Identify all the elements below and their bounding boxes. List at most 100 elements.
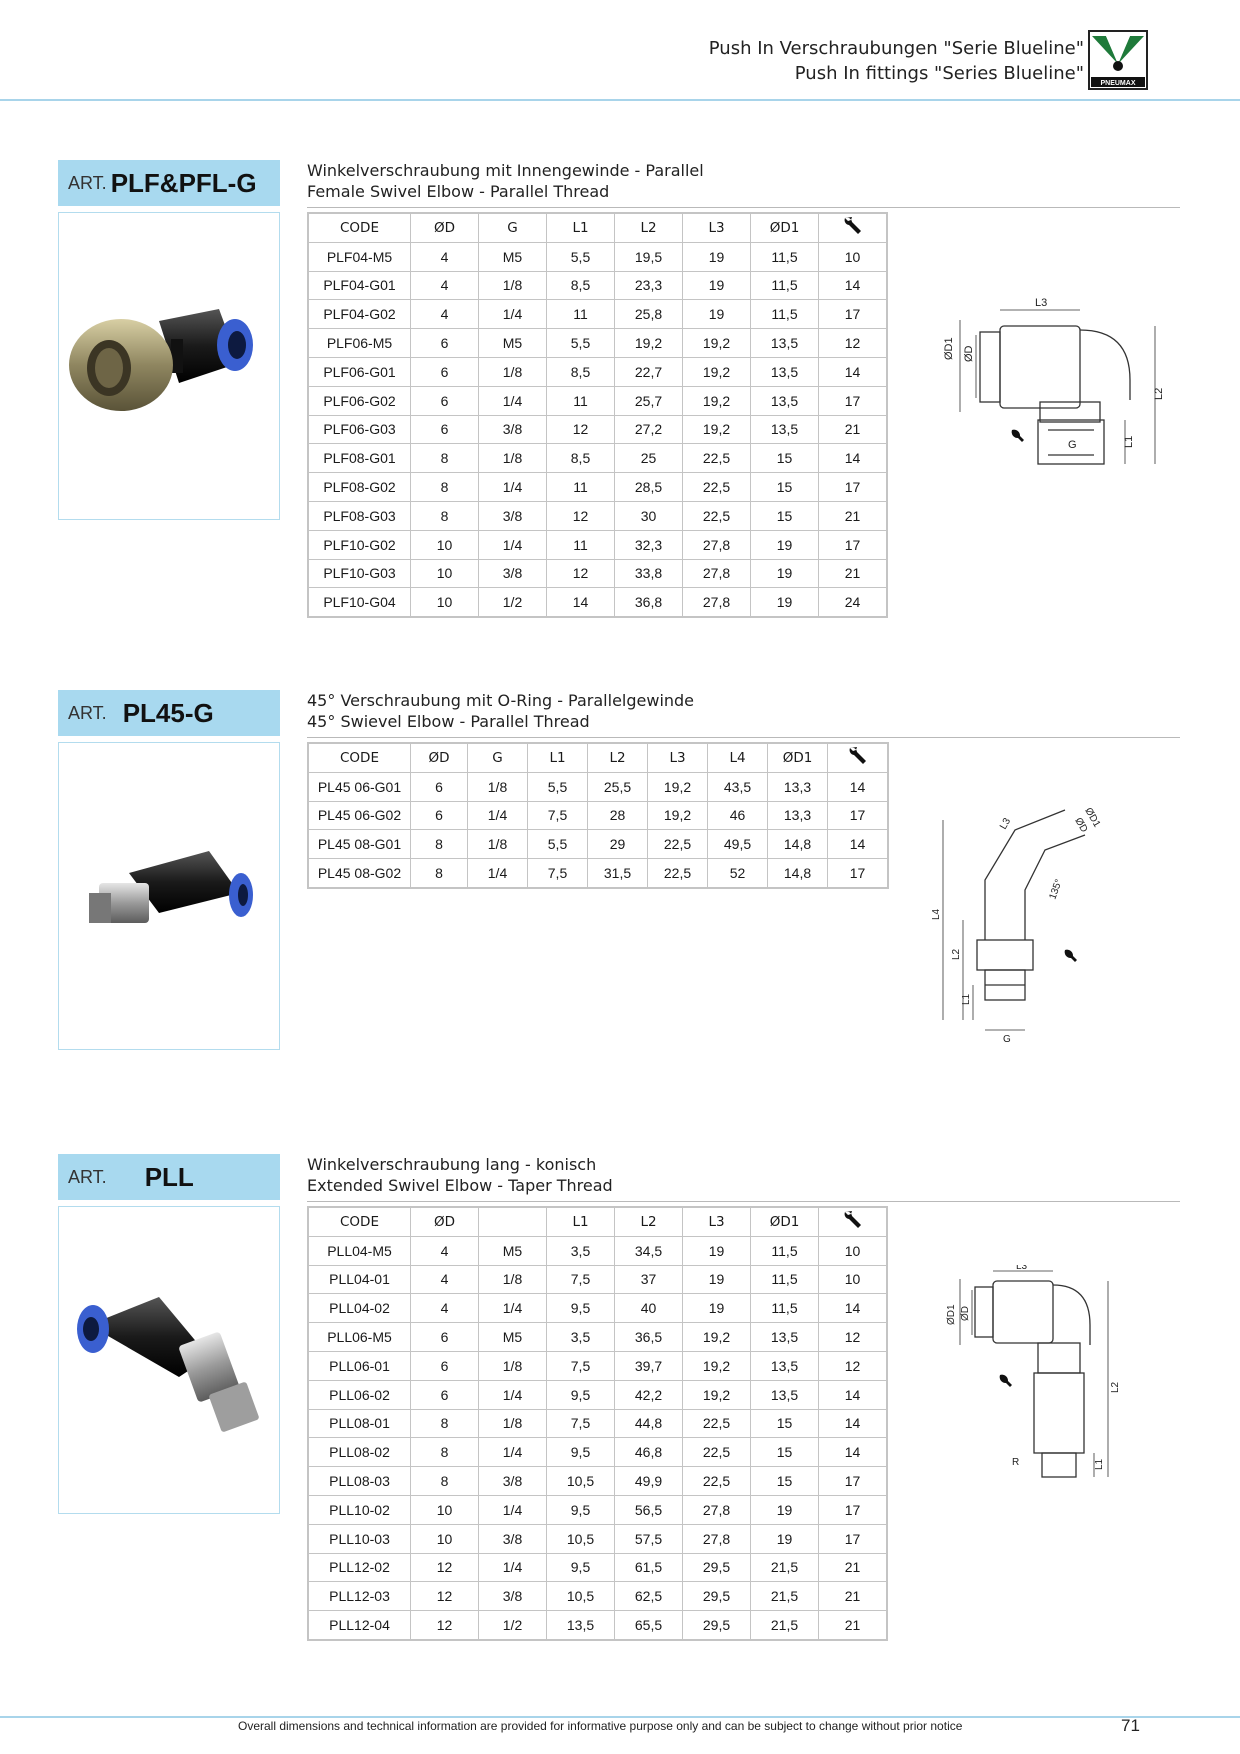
product-code-cell: PLL06-02 <box>307 1379 411 1410</box>
table-cell: 1/4 <box>478 299 547 330</box>
technical-drawing-pll: L3 ØD1 ØD L2 L1 R <box>946 1265 1121 1478</box>
product-code-cell: PLF04-G01 <box>307 270 411 301</box>
section-description: 45° Verschraubung mit O-Ring - Parallelg… <box>307 690 694 732</box>
column-header: L1 <box>546 1206 615 1237</box>
table-cell: 3/8 <box>478 1466 547 1496</box>
table-cell: 1/4 <box>478 472 547 502</box>
table-cell: 8 <box>410 443 479 474</box>
product-code-cell: PLL04-01 <box>307 1264 411 1295</box>
table-cell: 17 <box>818 529 888 560</box>
product-code-cell: PLF08-G03 <box>307 500 411 531</box>
table-cell: 14 <box>827 771 889 802</box>
table-cell: 61,5 <box>614 1552 683 1583</box>
description-en: Female Swivel Elbow - Parallel Thread <box>307 182 610 201</box>
table-cell: 1/4 <box>478 529 547 560</box>
product-code-cell: PLF08-G02 <box>307 472 411 502</box>
table-cell: 5,5 <box>527 829 588 860</box>
table-cell: 19 <box>750 529 819 560</box>
drawing-label-l2: L2 <box>951 948 962 960</box>
table-header-row: CODE ØD L1 L2 L3 ØD1 <box>307 1206 888 1237</box>
table-cell: 31,5 <box>587 858 648 889</box>
table-cell: 13,5 <box>750 356 819 387</box>
table-cell: 13,5 <box>750 414 819 445</box>
table-cell: 22,5 <box>682 1437 751 1468</box>
table-cell: 11,5 <box>750 1235 819 1266</box>
art-code: PLF&PFL-G <box>110 167 257 198</box>
product-code-cell: PLF06-G02 <box>307 385 411 416</box>
column-header: L1 <box>527 742 588 773</box>
product-photo-pl45 <box>58 742 280 1050</box>
table-cell: 14,8 <box>767 829 828 860</box>
wrench-icon <box>818 1206 888 1237</box>
product-code-cell: PL45 08-G02 <box>307 858 411 889</box>
column-header: L3 <box>647 742 708 773</box>
table-cell: 27,8 <box>682 558 751 589</box>
product-code-cell: PL45 08-G01 <box>307 829 411 860</box>
table-cell: M5 <box>478 1322 547 1352</box>
table-cell: 12 <box>818 1322 888 1352</box>
column-header <box>478 1206 547 1237</box>
table-cell: 13,5 <box>750 1379 819 1410</box>
table-cell: 29,5 <box>682 1581 751 1612</box>
table-cell: 8 <box>410 1437 479 1468</box>
table-cell: 25,8 <box>614 299 683 330</box>
table-cell: 4 <box>410 241 479 272</box>
table-cell: 3/8 <box>478 500 547 531</box>
table-cell: 10 <box>818 1235 888 1266</box>
product-code-cell: PLF06-G03 <box>307 414 411 445</box>
table-cell: 3/8 <box>478 1523 547 1554</box>
table-cell: 19,2 <box>682 385 751 416</box>
column-header: L2 <box>614 1206 683 1237</box>
table-cell: 10 <box>818 1264 888 1295</box>
table-cell: 10,5 <box>546 1466 615 1496</box>
drawing-label-g: G <box>1003 1034 1011 1045</box>
table-cell: 19 <box>682 299 751 330</box>
table-cell: 17 <box>818 472 888 502</box>
table-cell: 25,7 <box>614 385 683 416</box>
table-cell: 12 <box>410 1610 479 1641</box>
table-header-row: CODE ØD G L1 L2 L3 L4 ØD1 <box>307 742 889 773</box>
header-title-de: Push In Verschraubungen "Serie Blueline" <box>708 38 1084 59</box>
product-code-cell: PLF06-G01 <box>307 356 411 387</box>
art-prefix: ART. <box>68 172 107 193</box>
table-cell: 19,2 <box>682 414 751 445</box>
table-cell: 14 <box>818 1379 888 1410</box>
art-label-plf: ART. PLF&PFL-G <box>58 160 280 206</box>
table-cell: 46 <box>707 800 768 831</box>
table-cell: 25,5 <box>587 771 648 802</box>
table-cell: 14 <box>818 1408 888 1439</box>
table-cell: 10,5 <box>546 1581 615 1612</box>
technical-drawing-pl45: L3 ØD1 ØD L4 L2 L1 G 135° <box>931 806 1102 1045</box>
table-cell: 27,2 <box>614 414 683 445</box>
wrench-icon <box>1064 949 1077 962</box>
table-cell: 3/8 <box>478 414 547 445</box>
table-cell: 15 <box>750 500 819 531</box>
column-header: ØD <box>410 742 468 773</box>
table-cell: 21 <box>818 500 888 531</box>
table-cell: 52 <box>707 858 768 889</box>
table-cell: 65,5 <box>614 1610 683 1641</box>
elbow-fitting-photo <box>69 309 253 411</box>
description-divider <box>307 1201 1180 1202</box>
table-cell: 11 <box>546 529 615 560</box>
art-label-pl45: ART. PL45-G <box>58 690 280 736</box>
table-cell: 6 <box>410 356 479 387</box>
table-cell: 1/4 <box>467 858 528 889</box>
table-cell: 27,8 <box>682 529 751 560</box>
art-label-pll: ART. PLL <box>58 1154 280 1200</box>
table-cell: 33,8 <box>614 558 683 589</box>
table-cell: 29 <box>587 829 648 860</box>
table-cell: 36,8 <box>614 587 683 618</box>
footer-divider <box>0 1716 1240 1718</box>
table-cell: 5,5 <box>546 328 615 358</box>
